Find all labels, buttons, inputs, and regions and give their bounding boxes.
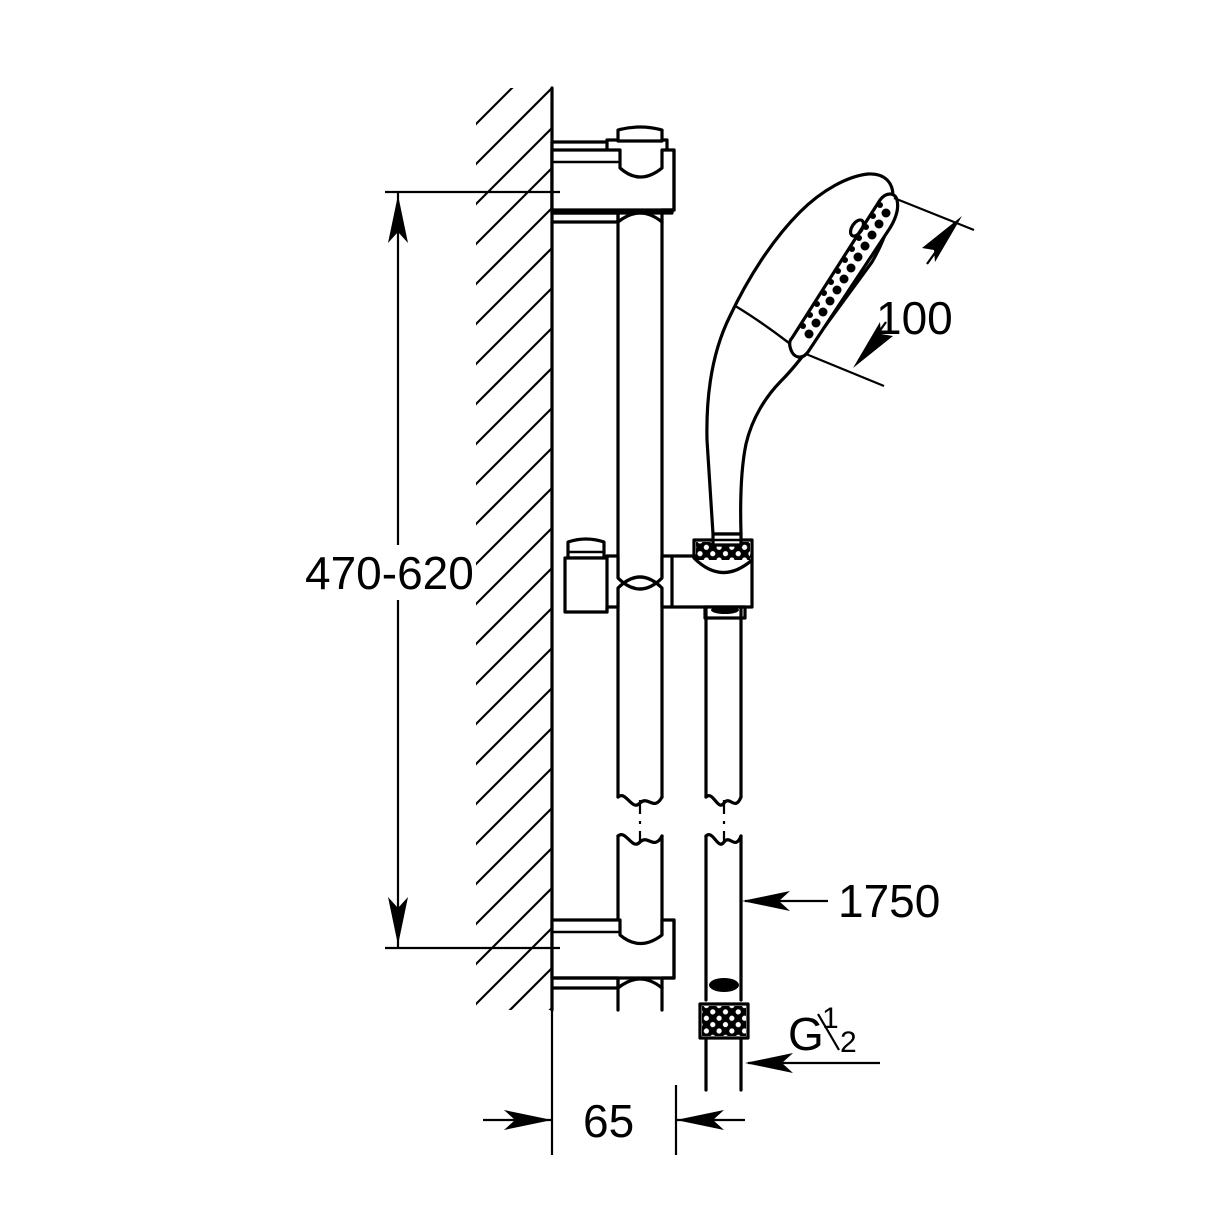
arrow-down <box>388 897 408 945</box>
dimension-shower-head-diameter: 100 <box>805 196 975 388</box>
arrow-diag-down <box>853 322 893 368</box>
wall-hatching <box>476 88 552 1010</box>
arrow-diag-up <box>922 216 962 262</box>
spray-nozzle-dots <box>800 202 891 339</box>
arrow-left-outside <box>676 1110 724 1130</box>
adjustable-slider-holder <box>563 537 754 620</box>
mode-selector-oval <box>848 218 866 238</box>
dimension-label-hose-length: 1750 <box>838 875 940 927</box>
wall-bracket-top <box>550 125 676 224</box>
shower-hose <box>698 605 750 1092</box>
arrow-up <box>388 195 408 243</box>
dimension-wall-projection: 65 <box>483 1010 745 1155</box>
dimension-label-thread-numerator: 1 <box>822 1002 839 1035</box>
arrow-left-thread <box>745 1053 793 1073</box>
wall-bracket-bottom <box>550 918 676 990</box>
dimension-label-rail-height: 470-620 <box>305 547 474 599</box>
arrow-right-outside <box>504 1110 552 1130</box>
dimension-hose-length: 1750 <box>742 875 940 927</box>
dimension-label-thread-prefix: G <box>788 1008 824 1060</box>
dimension-label-shower-head-diameter: 100 <box>876 292 953 344</box>
dimension-label-thread-denominator: 2 <box>840 1026 857 1059</box>
dimension-hose-thread: G 1 2 <box>745 1002 880 1073</box>
dimension-label-wall-projection: 65 <box>583 1095 634 1147</box>
hand-shower-head <box>705 172 900 547</box>
dimension-rail-height: 470-620 <box>305 190 560 950</box>
wall-section <box>476 86 554 1012</box>
hose-detail-slot <box>709 978 739 992</box>
arrow-left-hose <box>742 891 790 911</box>
slider-detail-slot <box>711 606 739 614</box>
